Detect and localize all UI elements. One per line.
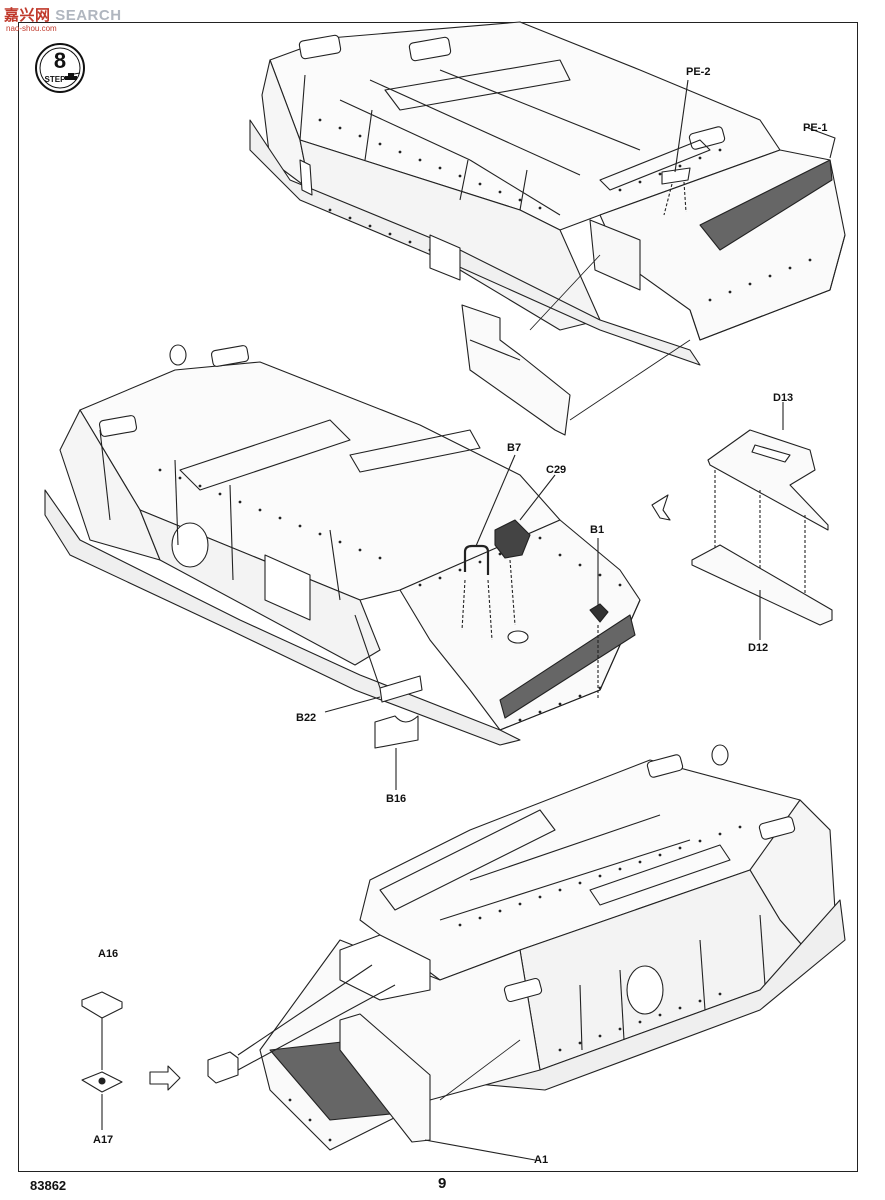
label-b1: B1 xyxy=(590,524,605,536)
a1-leader xyxy=(424,1139,536,1161)
bottom-side-plate-part xyxy=(339,1013,431,1143)
label-d13: D13 xyxy=(773,392,794,404)
pe2-part xyxy=(661,79,691,216)
kit-number: 83862 xyxy=(30,1178,67,1193)
step-label: STEP xyxy=(45,75,67,84)
hull-middle-assembly xyxy=(44,344,641,746)
label-pe1: PE-1 xyxy=(803,122,828,134)
tank-icon xyxy=(65,72,81,80)
b7-part xyxy=(461,454,516,641)
label-b22: B22 xyxy=(296,712,317,724)
d12-part xyxy=(691,544,833,640)
pe1-part xyxy=(807,127,836,159)
direction-arrow-icon xyxy=(651,494,671,521)
label-a1: A1 xyxy=(534,1154,549,1166)
b16-part xyxy=(374,715,419,790)
label-a17: A17 xyxy=(93,1134,114,1146)
watermark-brand-cn: 嘉兴网 xyxy=(4,7,51,24)
arrow-line xyxy=(529,254,601,331)
d13-part xyxy=(707,402,829,598)
direction-arrow-icon xyxy=(149,1065,181,1091)
hull-top-assembly xyxy=(249,21,846,366)
side-plate-part xyxy=(461,304,571,436)
label-b7: B7 xyxy=(507,442,522,454)
watermark-brand-en: SEARCH xyxy=(55,7,122,24)
hull-bottom-assembly xyxy=(259,744,846,1151)
step-number: 8 xyxy=(54,48,66,73)
b22-part xyxy=(324,614,423,713)
a17-part xyxy=(81,1071,123,1130)
page-frame xyxy=(18,22,858,1172)
arrow-line xyxy=(569,339,691,421)
label-b16: B16 xyxy=(386,793,407,805)
label-c29: C29 xyxy=(546,464,567,476)
c29-part xyxy=(494,474,556,626)
b1-part xyxy=(589,538,609,700)
watermark-site: nao-shou.com xyxy=(6,24,57,33)
page-number: 9 xyxy=(438,1175,447,1192)
label-d12: D12 xyxy=(748,642,769,654)
label-a16: A16 xyxy=(98,948,119,960)
box-part xyxy=(207,964,396,1084)
label-pe2: PE-2 xyxy=(686,66,711,78)
step-badge: 8 STEP xyxy=(35,43,85,93)
a16-part xyxy=(81,991,123,1070)
